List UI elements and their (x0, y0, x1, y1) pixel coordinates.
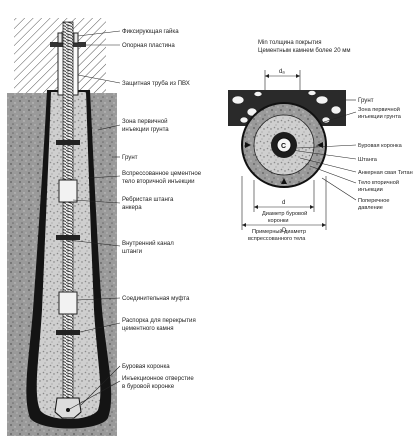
center-letter: C (281, 143, 286, 150)
label-injection-hole-2: в буровой коронке (122, 383, 175, 390)
label-spacer-1: Распорка для перекрытия (122, 317, 196, 324)
label-soil-left: Грунт (122, 154, 138, 161)
right-cross-section-diagram: Min толщина покрытия Цементным камнем бо… (228, 40, 413, 242)
dim-d-caption-2: коронки (268, 218, 289, 224)
label-injection-hole-1: Инъекционное отверстие (122, 375, 194, 382)
label-fixing-nut: Фиксирующая гайка (122, 28, 179, 35)
label-secondary-body-right-1: Тело вторичной (358, 179, 399, 186)
dim-D-caption-2: вспрессованного тела (248, 236, 306, 242)
label-primary-zone-1: Зона первичной (122, 118, 168, 125)
label-rod-right: Штанга (358, 157, 378, 163)
label-secondary-body-2: тело вторичной инъекции (122, 178, 195, 185)
label-transverse-pressure-1: Поперечное (358, 198, 390, 204)
rod-section (276, 137, 292, 153)
label-drill-bit-left: Буровая коронка (122, 363, 170, 370)
label-drill-bit-right: Буровая коронка (358, 143, 403, 149)
label-primary-zone-right-1: Зона первичной (358, 106, 400, 113)
label-secondary-body-right-2: инъекции (358, 187, 383, 193)
header-line-1: Min толщина покрытия (258, 40, 322, 46)
label-soil-right: Грунт (358, 97, 374, 104)
label-coupling: Соединительная муфта (122, 295, 190, 302)
coupling-2 (58, 291, 78, 315)
label-transverse-pressure-2: давление (358, 205, 383, 211)
label-inner-channel-1: Внутренний канал (122, 240, 174, 247)
label-bearing-plate: Опорная пластина (122, 42, 175, 49)
left-anchor-diagram: Фиксирующая гайка Опорная пластина Защит… (7, 18, 202, 436)
coupling-1 (58, 179, 78, 203)
spacer-1 (56, 140, 80, 145)
dim-D-caption-1: Примерный диаметр (252, 228, 306, 235)
dim-d-label: d (282, 199, 285, 206)
spacer-3 (56, 330, 80, 335)
dim-d-caption-1: Диаметр буровой (262, 210, 307, 217)
label-secondary-body-1: Вспрессованное цементное (122, 170, 202, 177)
label-pvc-pipe: Защитная труба из ПВХ (122, 80, 190, 87)
dim-da-label: dₐ (279, 68, 285, 75)
label-ribbed-rod-1: Ребристая штанга (122, 196, 174, 203)
header-line-2: Цементным камнем более 20 мм (258, 48, 350, 54)
spacer-2 (56, 235, 80, 240)
label-spacer-2: цементного камня (122, 325, 174, 332)
label-ribbed-rod-2: анкера (122, 204, 142, 211)
label-anchor-pile: Анкерная свая Титан (358, 170, 413, 176)
label-inner-channel-2: штанги (122, 248, 142, 255)
label-primary-zone-2: инъекции грунта (122, 126, 169, 133)
dim-D-label: D (282, 227, 287, 234)
label-primary-zone-right-2: инъекции грунта (358, 114, 402, 120)
